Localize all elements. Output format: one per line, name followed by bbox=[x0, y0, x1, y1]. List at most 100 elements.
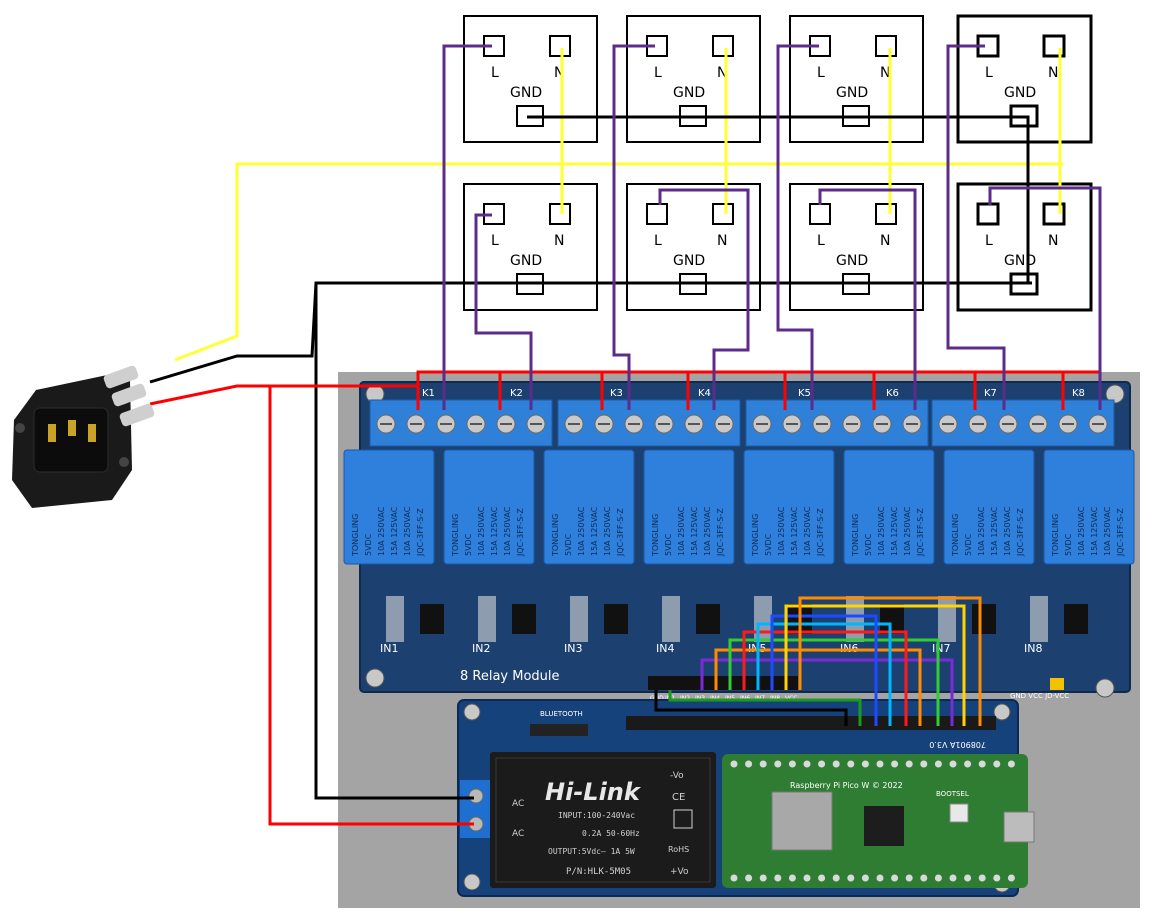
pico-pin bbox=[949, 760, 957, 768]
hlk-power-module: Hi-Link INPUT:100-240Vac 0.2A 50-60Hz OU… bbox=[460, 752, 716, 888]
relay-cube bbox=[743, 449, 835, 565]
terminal-block bbox=[931, 399, 1115, 447]
relay-channel-label: K7 bbox=[984, 388, 997, 399]
pico-pin bbox=[964, 760, 972, 768]
relay-marking: TONGLING bbox=[1051, 514, 1060, 557]
optocoupler bbox=[1064, 604, 1088, 634]
usb-connector bbox=[1003, 811, 1035, 843]
switched-live-wires bbox=[442, 44, 1102, 410]
carrier-code: 708901A V3.0 bbox=[929, 740, 986, 749]
pico-pin bbox=[803, 760, 811, 768]
live-slot bbox=[976, 202, 1000, 226]
psu-ac-2: AC bbox=[512, 829, 524, 839]
mount-hole bbox=[463, 703, 481, 721]
outlet-frame bbox=[463, 15, 598, 143]
resistor-array bbox=[386, 596, 404, 642]
relay-channel-label: K6 bbox=[886, 388, 899, 399]
signal-wire bbox=[756, 622, 892, 726]
relay-channel-label: K2 bbox=[510, 388, 523, 399]
pico-pin bbox=[745, 760, 753, 768]
relay-board-title: 8 Relay Module bbox=[460, 669, 560, 684]
relay-marking: 10A 250VAC bbox=[803, 506, 812, 556]
relay-marking: 5VDC bbox=[964, 533, 973, 556]
neutral-slot bbox=[712, 203, 734, 225]
pico-pin bbox=[803, 874, 811, 882]
ground-wires bbox=[149, 115, 1032, 800]
neutral-slot bbox=[1042, 202, 1066, 226]
pico-pin bbox=[818, 760, 826, 768]
rp2040-chip bbox=[864, 806, 904, 846]
iec-inlet bbox=[12, 365, 155, 508]
pico-pin bbox=[934, 760, 942, 768]
relay-marking: 5VDC bbox=[564, 533, 573, 556]
psu-brand: Hi-Link bbox=[545, 778, 642, 806]
relay-channel-label: K1 bbox=[422, 388, 435, 399]
neutral-bus-wire bbox=[174, 162, 1063, 362]
pico-pin bbox=[788, 760, 796, 768]
pico-pin bbox=[774, 874, 782, 882]
pico-pin bbox=[832, 760, 840, 768]
live-label: L bbox=[817, 65, 825, 81]
ground-label: GND bbox=[510, 253, 542, 269]
relay-marking: 15A 125VAC bbox=[590, 506, 599, 556]
mount-hole bbox=[1105, 384, 1125, 404]
pico-pin bbox=[730, 760, 738, 768]
signal-wire bbox=[668, 690, 862, 726]
relay-marking: 15A 125VAC bbox=[890, 506, 899, 556]
live-label: L bbox=[985, 65, 993, 81]
neutral-slot bbox=[712, 35, 734, 57]
outlet-frame bbox=[626, 183, 761, 311]
relay-marking: 10A 250VAC bbox=[1003, 506, 1012, 556]
neutral-slot bbox=[549, 203, 571, 225]
relay-marking: 5VDC bbox=[764, 533, 773, 556]
pico-pin bbox=[818, 874, 826, 882]
pico-pin bbox=[876, 874, 884, 882]
neutral-slot bbox=[1042, 34, 1066, 58]
relay-marking: TONGLING bbox=[651, 514, 660, 557]
pico-pin bbox=[861, 760, 869, 768]
pico-socket-top bbox=[626, 716, 996, 730]
relay-cubes: TONGLING 5VDC 10A 250VAC 15A 125VAC 10A 250V… bbox=[343, 449, 1135, 565]
signal-wire bbox=[728, 638, 940, 726]
neutral-label: N bbox=[880, 65, 890, 81]
bootsel-label: BOOTSEL bbox=[936, 790, 969, 798]
pico-pin bbox=[905, 874, 913, 882]
relay-marking: 15A 125VAC bbox=[490, 506, 499, 556]
relay-marking: JQC-3FF-S-Z bbox=[1016, 508, 1025, 557]
live-drops bbox=[416, 372, 1065, 410]
ground-label: GND bbox=[1004, 85, 1036, 101]
signal-wire bbox=[742, 630, 908, 726]
bluetooth-header bbox=[530, 724, 588, 736]
resistor-array bbox=[570, 596, 588, 642]
relay-marking: JQC-3FF-S-Z bbox=[916, 508, 925, 557]
relay-marking: TONGLING bbox=[951, 514, 960, 557]
pico-pin bbox=[876, 760, 884, 768]
relay-marking: 10A 250VAC bbox=[1077, 506, 1086, 556]
neutral-label: N bbox=[880, 233, 890, 249]
psu-pn: P/N:HLK-5M05 bbox=[566, 867, 631, 877]
pico-w-board: Raspberry Pi Pico W © 2022 BOOTSEL bbox=[722, 754, 1035, 888]
terminal-block bbox=[557, 399, 741, 447]
relay-cube bbox=[1043, 449, 1135, 565]
mount-hole bbox=[1095, 678, 1115, 698]
pico-pin bbox=[920, 874, 928, 882]
neutral-label: N bbox=[554, 65, 564, 81]
relay-cube bbox=[843, 449, 935, 565]
psu-input: INPUT:100-240Vac bbox=[558, 811, 635, 820]
relay-cube bbox=[643, 449, 735, 565]
pico-pin bbox=[920, 760, 928, 768]
relay-cube bbox=[343, 449, 435, 565]
relay-marking: 15A 125VAC bbox=[390, 506, 399, 556]
pico-pin bbox=[759, 874, 767, 882]
input-label: IN7 bbox=[932, 642, 950, 655]
